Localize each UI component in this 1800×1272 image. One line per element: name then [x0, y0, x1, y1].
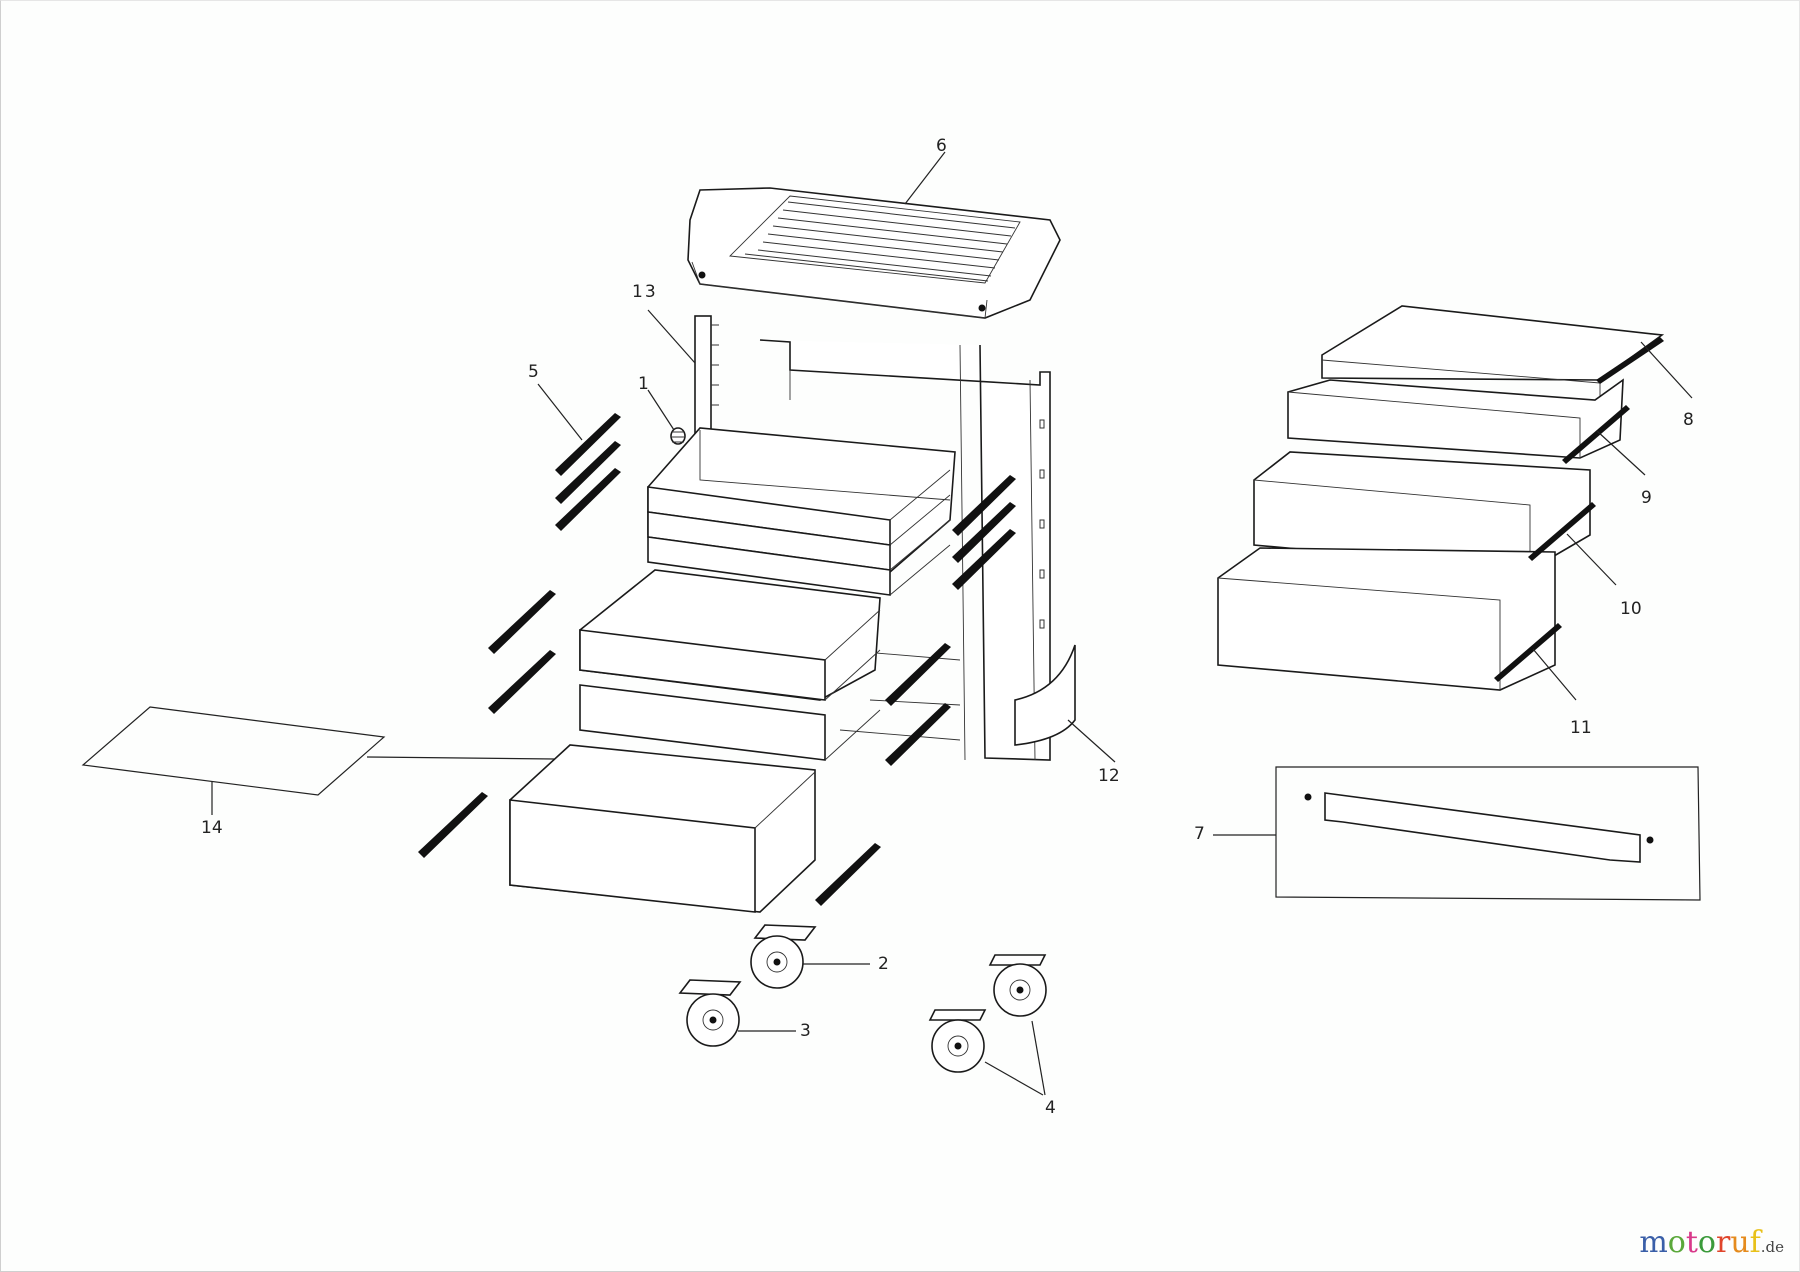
part-11-drawer — [1217, 547, 1556, 691]
part-4-fixed-casters — [928, 954, 1047, 1073]
part-14-drawer-mat — [81, 706, 386, 796]
part-12-side-cover — [1014, 644, 1076, 746]
logo-letter: o — [1697, 1225, 1716, 1260]
callout-6: 6 — [936, 136, 947, 156]
upper-drawers — [647, 427, 956, 596]
logo-letter: u — [1730, 1225, 1750, 1260]
logo-tld: .de — [1760, 1238, 1784, 1256]
part-3-brake-caster — [678, 979, 742, 1047]
part-9-drawer — [1287, 378, 1624, 459]
callout-1: 1 — [638, 374, 649, 394]
drawer-slides-left — [418, 413, 621, 858]
part-10-drawer — [1253, 451, 1591, 571]
callout-12: 12 — [1098, 766, 1120, 786]
callout-7: 7 — [1194, 824, 1205, 844]
callout-9: 9 — [1641, 488, 1652, 508]
drawer-slides-right — [815, 475, 1016, 906]
callout-13: 13 — [632, 282, 658, 302]
logo-letter: f — [1749, 1225, 1761, 1260]
callout-11: 11 — [1570, 718, 1592, 738]
part-7-handle-box — [1275, 766, 1701, 901]
callout-2: 2 — [878, 954, 889, 974]
callout-4: 4 — [1045, 1098, 1056, 1118]
part-2-swivel-caster — [750, 924, 817, 989]
part-1-lock — [670, 427, 686, 445]
motoruf-logo: motoruf.de — [1639, 1225, 1784, 1260]
callout-10: 10 — [1620, 599, 1642, 619]
leader-lines — [211, 151, 1693, 1096]
callout-5: 5 — [528, 362, 539, 382]
middle-drawers — [579, 569, 881, 761]
logo-letter: r — [1715, 1225, 1731, 1260]
bottom-drawer — [509, 744, 816, 913]
logo-letter: o — [1667, 1225, 1686, 1260]
logo-letter: m — [1639, 1225, 1668, 1260]
part-13-locking-bar — [694, 315, 719, 437]
callout-14: 14 — [201, 818, 223, 838]
logo-letter: t — [1685, 1225, 1698, 1260]
part-6-top-tray — [687, 187, 1061, 319]
callout-8: 8 — [1683, 410, 1694, 430]
callout-3: 3 — [800, 1021, 811, 1041]
